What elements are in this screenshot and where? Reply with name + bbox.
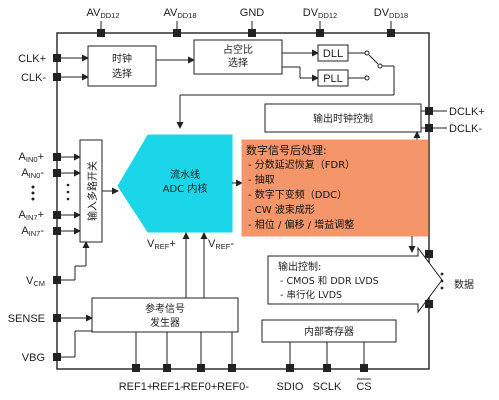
- pin-dvdd18: DVDD18: [374, 7, 408, 20]
- svg-text:参考信号: 参考信号: [145, 302, 185, 315]
- pin-dclk-p: DCLK+: [449, 106, 485, 118]
- pin-ref0-n: REF0-: [217, 381, 249, 393]
- svg-text:- 相位 / 偏移 / 增益调整: - 相位 / 偏移 / 增益调整: [248, 218, 354, 231]
- pin-avdd12: AVDD12: [86, 7, 119, 20]
- pin-cs: CS: [356, 381, 371, 393]
- adc-core: 流水线 ADC 内核: [117, 134, 243, 233]
- clock-select-block: [87, 45, 157, 87]
- svg-text:- CMOS 和 DDR LVDS: - CMOS 和 DDR LVDS: [280, 276, 379, 287]
- svg-text:DLL: DLL: [323, 48, 343, 60]
- svg-text:发生器: 发生器: [150, 316, 180, 329]
- pin-vbg: VBG: [22, 352, 45, 364]
- output-control: 输出控制: - CMOS 和 DDR LVDS - 串行化 LVDS 数据: [267, 246, 474, 314]
- chip-outline: [56, 32, 430, 370]
- internal-registers-block: [261, 319, 397, 343]
- pin-sdio: SDIO: [277, 381, 304, 393]
- svg-text:占空比: 占空比: [223, 43, 253, 56]
- svg-text:输出时钟控制: 输出时钟控制: [313, 112, 373, 125]
- analog-inputs: AIN0+ AIN0- AIN7+ AIN7- 输入多路开关: [19, 139, 119, 243]
- svg-text:- 分数延迟恢复（FDR）: - 分数延迟恢复（FDR）: [248, 158, 355, 171]
- output-clock-section: 输出时钟控制 DCLK+ DCLK-: [264, 103, 485, 140]
- pin-ain7-p: AIN7+: [19, 209, 44, 222]
- pin-ain0-p: AIN0+: [19, 151, 44, 164]
- svg-text:输入多路开关: 输入多路开关: [86, 161, 99, 221]
- svg-text:- 数字下变频（DDC）: - 数字下变频（DDC）: [248, 188, 347, 201]
- svg-text:时钟: 时钟: [112, 52, 132, 65]
- pin-ref0-p: REF0+: [183, 381, 218, 393]
- output-control-shape: [267, 246, 443, 314]
- pin-clk-n: CLK-: [21, 72, 46, 84]
- vref-section: VREF+ VREF-: [147, 232, 234, 298]
- data-pins-label: 数据: [454, 278, 474, 291]
- clock-section: CLK+ CLK- 时钟 选择 占空比 选择 DLL PLL: [18, 39, 395, 129]
- registers-section: 内部寄存器 SDIO SCLK CS: [261, 319, 397, 393]
- svg-text:输出控制:: 输出控制:: [278, 260, 321, 273]
- pin-dvdd12: DVDD12: [303, 7, 337, 20]
- pin-vcm: VCM: [26, 275, 45, 288]
- pin-ref1-p: REF1+: [119, 381, 154, 393]
- svg-text:- 抽取: - 抽取: [248, 173, 275, 186]
- svg-text:内部寄存器: 内部寄存器: [304, 325, 354, 338]
- dsp-block: 数字信号后处理: - 分数延迟恢复（FDR） - 抽取 - 数字下变频（DDC）…: [241, 139, 429, 253]
- vref-minus-label: VREF-: [208, 238, 234, 251]
- bottom-ref-pins: REF1+ REF1- REF0+ REF0-: [119, 332, 249, 393]
- pin-sense: SENSE: [8, 313, 45, 325]
- power-pins: AVDD12 AVDD18 GND DVDD12 DVDD18: [86, 7, 408, 37]
- svg-text:选择: 选择: [228, 56, 248, 69]
- svg-text:- 串行化 LVDS: - 串行化 LVDS: [280, 289, 342, 301]
- pin-ref1-n: REF1-: [152, 381, 184, 393]
- pin-dclk-n: DCLK-: [449, 123, 482, 135]
- svg-text:- CW 波束成形: - CW 波束成形: [248, 203, 315, 216]
- reference-generator-block: [91, 297, 239, 333]
- svg-text:PLL: PLL: [323, 73, 343, 85]
- output-clock-control-block: [264, 103, 422, 133]
- pin-clk-p: CLK+: [18, 53, 46, 65]
- svg-text:ADC 内核: ADC 内核: [163, 182, 208, 195]
- pin-gnd: GND: [240, 7, 265, 19]
- svg-text:流水线: 流水线: [170, 168, 200, 181]
- reference-pins: VCM SENSE VBG 参考信号 发生器: [8, 241, 239, 364]
- dsp-background: [241, 139, 429, 237]
- svg-text:选择: 选择: [112, 67, 132, 80]
- pin-sclk: SCLK: [313, 381, 342, 393]
- pin-ain0-n: AIN0-: [21, 167, 44, 180]
- duty-cycle-block: [193, 39, 283, 75]
- vref-plus-label: VREF+: [147, 238, 176, 251]
- dsp-title: 数字信号后处理:: [246, 143, 327, 157]
- pin-ain7-n: AIN7-: [21, 225, 44, 238]
- pin-avdd18: AVDD18: [163, 7, 196, 20]
